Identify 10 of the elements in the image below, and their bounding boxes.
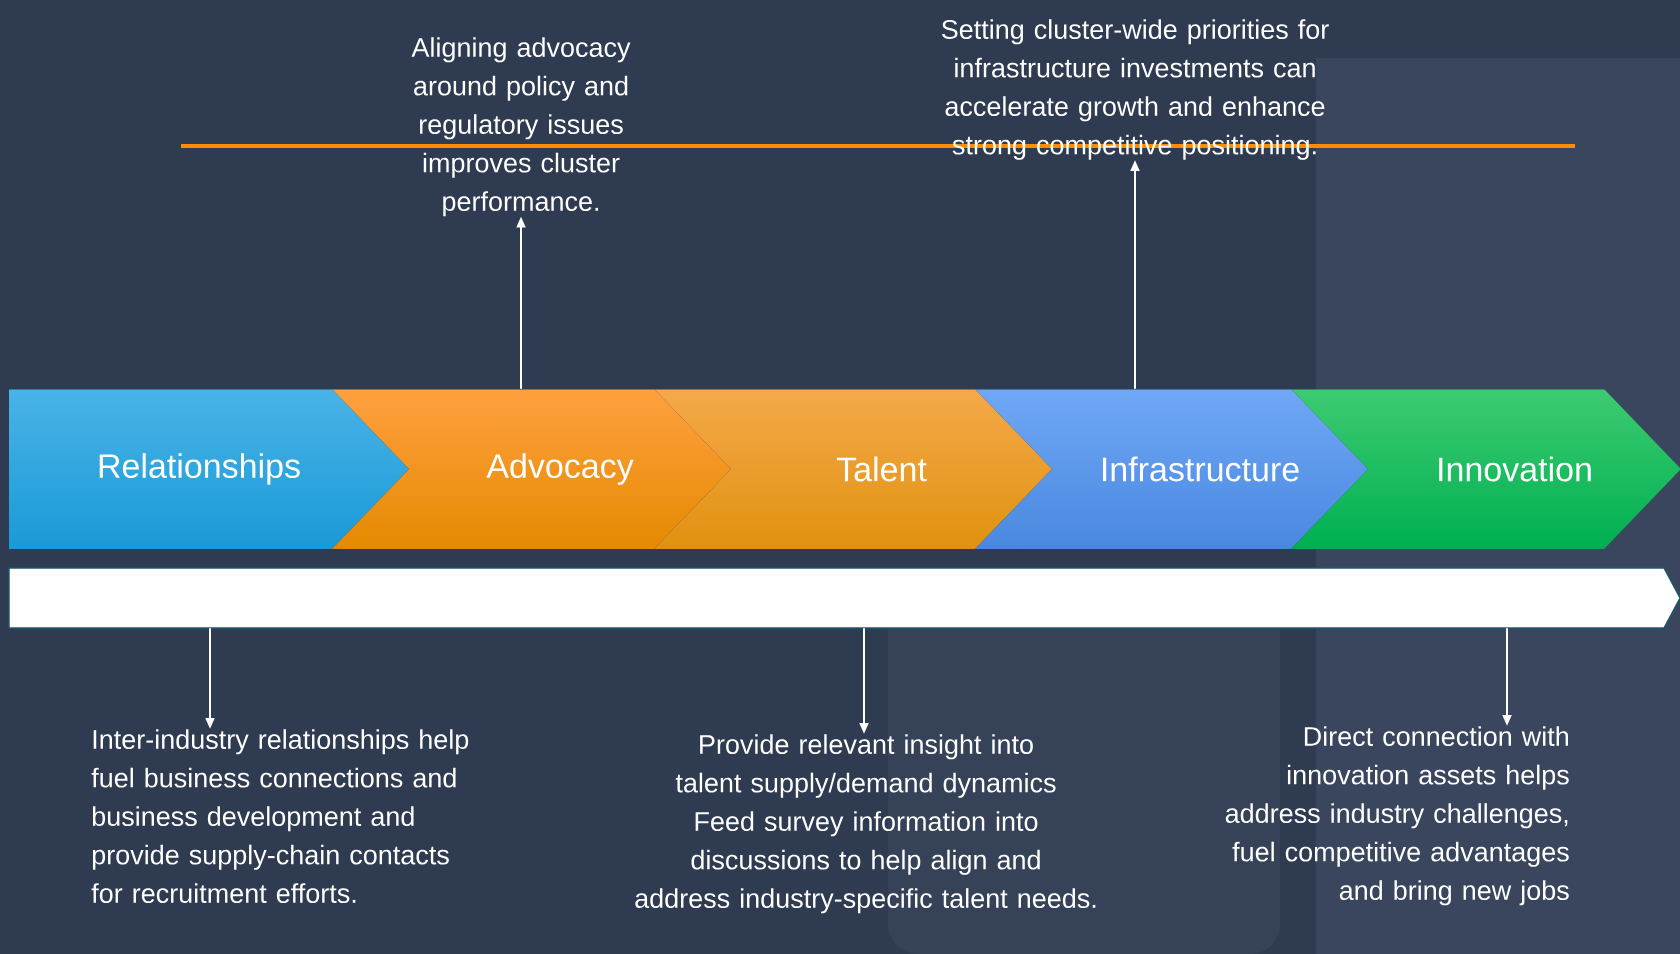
description-text: Inter-industry relationships help fuel business connections and business development and provide supply-chain contacts for recruitment efforts. [91,729,469,904]
description-text: Direct connection with innovation assets helps address industry challenges, fuel competitive advantages and bring new jobs [1225,726,1569,906]
chevron: Infrastructure [1103,456,1299,482]
description-text: Aligning advocacy around policy and regulatory issues improves cluster performance. [411,37,631,217]
chevron: Innovation [1439,456,1591,482]
band [8,567,1680,629]
chevron: Relationships [99,453,300,485]
chevron: Advocacy [486,453,634,485]
chevron: Talent [836,456,927,482]
description-text: Provide relevant insight into talent supply/demand dynamics Feed survey information into discussions to help align and address industry-specific talent needs. [635,734,1096,914]
